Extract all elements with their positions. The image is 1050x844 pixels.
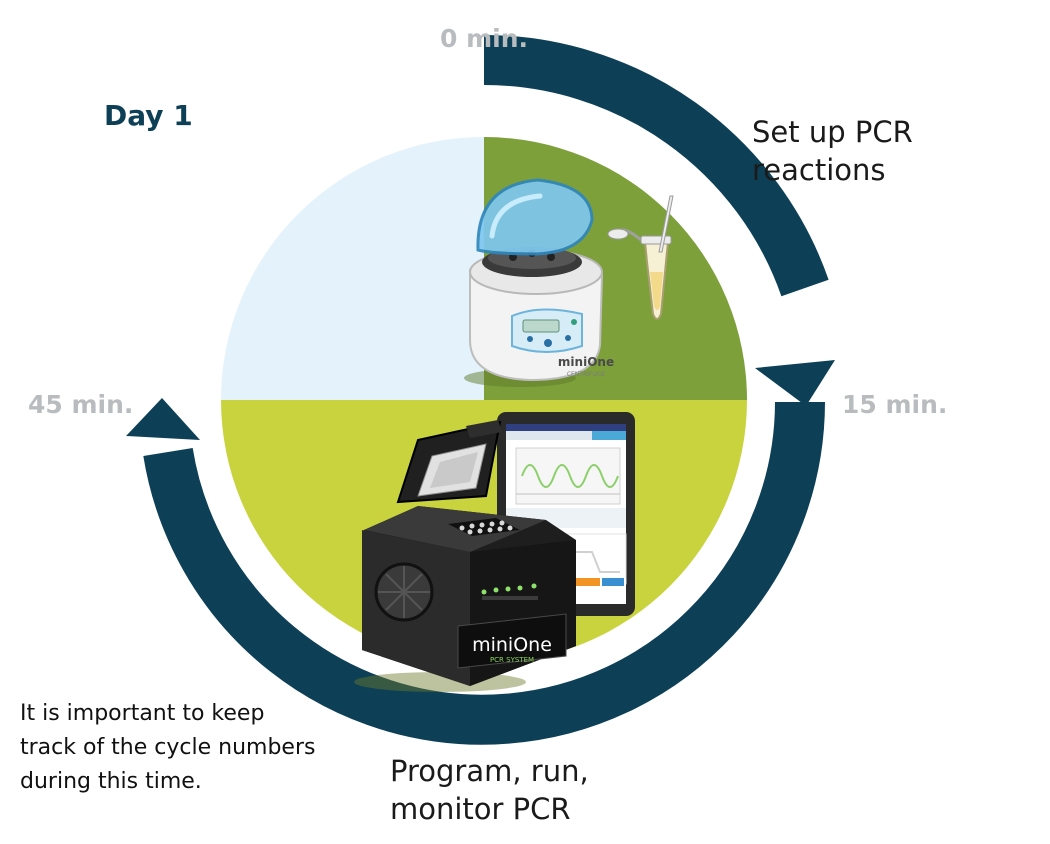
step-run-line2: monitor PCR xyxy=(390,792,571,826)
time-label-15: 15 min. xyxy=(842,390,948,419)
step-setup-label: Set up PCR reactions xyxy=(752,113,913,189)
centrifuge-illustration: miniOne CENTRIFUGE xyxy=(464,178,614,387)
step-setup-line2: reactions xyxy=(752,153,886,187)
centrifuge-sub: CENTRIFUGE xyxy=(567,371,606,378)
cycle-note-line2: track of the cycle numbers xyxy=(20,735,316,760)
time-label-0: 0 min. xyxy=(440,24,529,53)
arrow-ring-run xyxy=(143,401,825,745)
cycle-note-line3: during this time. xyxy=(20,769,202,794)
arrow-ring-setup xyxy=(483,35,829,297)
step-run-label: Program, run, monitor PCR xyxy=(390,752,589,828)
step-setup-line1: Set up PCR xyxy=(752,115,913,149)
pcr-sub: PCR SYSTEM xyxy=(490,656,534,664)
quadrant-idle xyxy=(221,137,484,400)
microtube-illustration xyxy=(607,195,674,320)
cycle-note: It is important to keep track of the cyc… xyxy=(20,697,315,799)
centrifuge-brand: miniOne xyxy=(558,355,614,369)
time-label-45: 45 min. xyxy=(28,390,134,419)
pcr-brand: miniOne xyxy=(472,634,552,656)
step-run-line1: Program, run, xyxy=(390,754,589,788)
day-label: Day 1 xyxy=(104,99,193,132)
pcr-machine-illustration: miniOne PCR SYSTEM xyxy=(354,420,576,692)
cycle-note-line1: It is important to keep xyxy=(20,701,265,726)
arrow-head-setup xyxy=(755,360,835,406)
arrow-head-run xyxy=(126,398,200,440)
